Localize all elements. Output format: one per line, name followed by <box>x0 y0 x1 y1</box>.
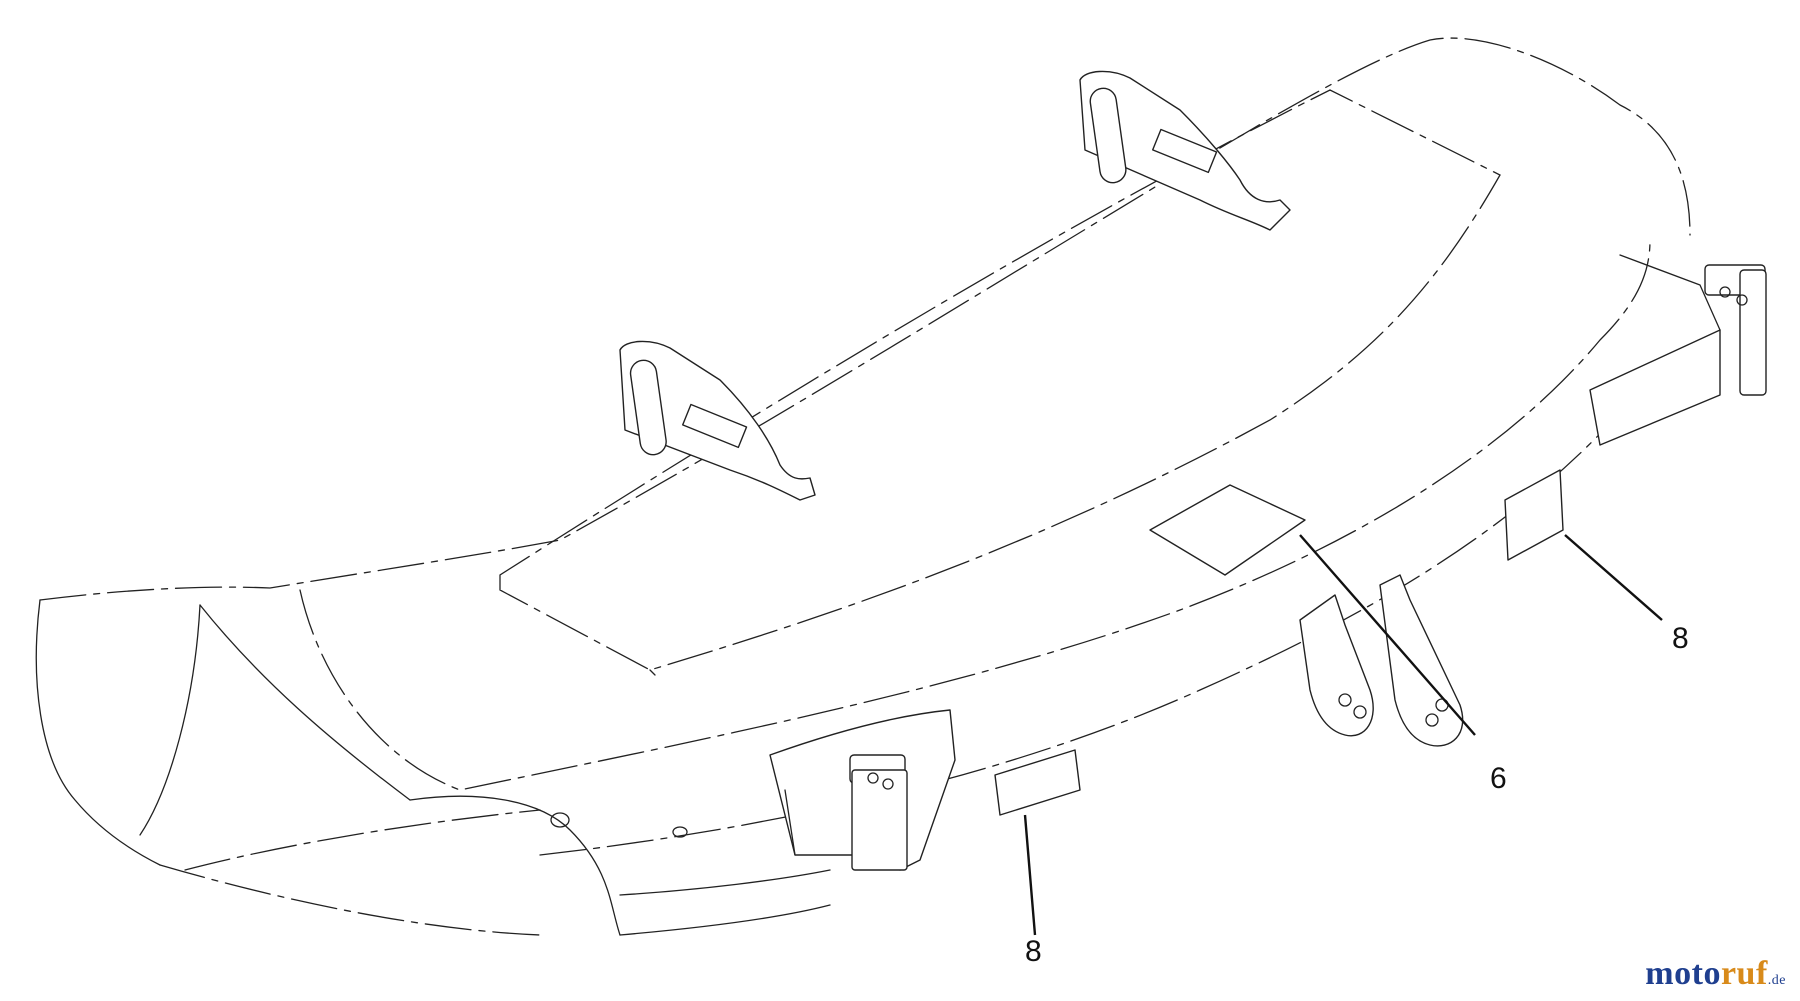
watermark-logo: motoruf.de <box>1645 955 1786 993</box>
front-height-bracket <box>619 340 816 501</box>
top-plate <box>499 89 1501 676</box>
watermark-suffix: .de <box>1767 973 1786 988</box>
left-front-mount <box>769 709 956 871</box>
right-rear-mount <box>1589 254 1767 446</box>
callout-6: 6 <box>1490 762 1507 795</box>
center-hanger-brackets <box>1299 574 1464 747</box>
watermark-part2: ruf <box>1720 955 1768 992</box>
callout-8-bottom: 8 <box>1025 935 1042 968</box>
callout-8-right: 8 <box>1672 622 1689 655</box>
front-side-decal <box>994 749 1081 816</box>
leader-8-bottom <box>1023 814 1037 936</box>
watermark-part1: moto <box>1645 955 1721 992</box>
top-decal <box>1149 484 1306 576</box>
leader-6 <box>1299 534 1476 736</box>
right-side-decal <box>1504 469 1564 561</box>
rear-height-bracket <box>1079 70 1291 231</box>
front-hole-center <box>672 826 688 838</box>
leader-8-right <box>1564 534 1663 621</box>
front-hole-left <box>550 812 570 828</box>
